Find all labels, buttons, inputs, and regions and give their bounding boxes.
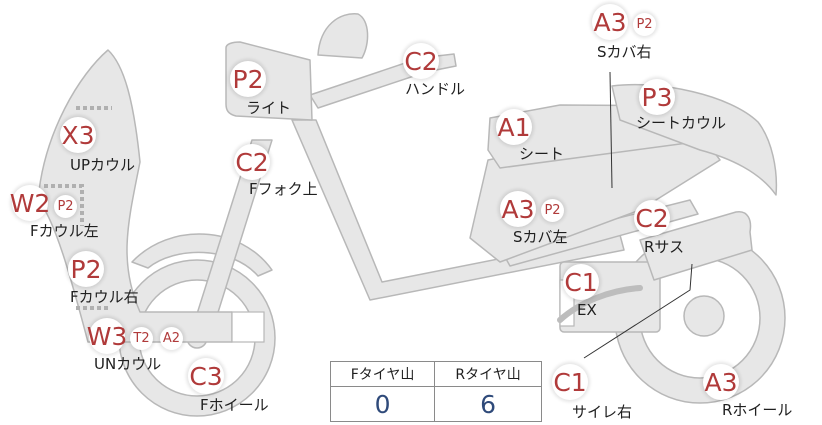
leader-r-suspension: [583, 263, 693, 359]
part-label: ハンドル: [405, 80, 466, 98]
grade-badge: A3: [500, 191, 536, 227]
grade-badge: A3: [703, 364, 739, 400]
leader-s-cover-right: [609, 71, 613, 189]
rear-tire-header: Rタイヤ山: [434, 361, 542, 387]
grade-badge: C2: [234, 144, 270, 180]
grade-badge: A1: [496, 109, 532, 145]
part-label: Rホイール: [722, 401, 793, 419]
sub-grade-badge: A2: [160, 327, 183, 350]
part-label: サイレ右: [572, 403, 633, 421]
grade-badge: W3: [87, 318, 127, 354]
grade-badge: C1: [552, 364, 588, 400]
front-tire-value: 0: [329, 386, 436, 422]
part-label: Sカバ左: [513, 228, 568, 246]
grade-badge: C2: [634, 200, 670, 236]
grade-badge: W2: [10, 185, 50, 221]
grade-badge: C3: [188, 358, 224, 394]
sub-grade-badge: P2: [54, 195, 77, 218]
rear-tire-value: 6: [434, 386, 542, 422]
tire-tread-table: Fタイヤ山 Rタイヤ山 0 6: [329, 361, 542, 422]
part-label: シート: [519, 145, 565, 163]
exhaust-pipe-shape: [557, 285, 643, 323]
part-label: Sカバ右: [597, 43, 652, 61]
sub-grade-badge: P2: [541, 199, 564, 222]
mirror-shape: [317, 13, 369, 59]
rear-suspension-shape: [639, 211, 753, 281]
front-tire-header: Fタイヤ山: [329, 361, 436, 387]
grade-badge: X3: [60, 117, 96, 153]
grade-badge: C1: [563, 264, 599, 300]
part-label: EX: [577, 301, 597, 319]
part-label: ライト: [246, 99, 292, 117]
grade-badge: P2: [68, 251, 104, 287]
part-label: Fフォク上: [249, 180, 318, 198]
part-label: UNカウル: [94, 355, 162, 373]
grade-badge: A3: [592, 4, 628, 40]
part-label: シートカウル: [636, 114, 727, 132]
grade-badge: C2: [403, 43, 439, 79]
grade-badge: P3: [639, 79, 675, 115]
part-label: Fホイール: [200, 396, 269, 414]
part-label: Fカウル左: [30, 222, 99, 240]
panel-seam-mid: [44, 184, 84, 226]
part-label: Rサス: [644, 238, 685, 256]
grade-badge: P2: [230, 61, 266, 97]
part-label: UPカウル: [70, 156, 136, 174]
part-label: Fカウル右: [70, 288, 139, 306]
sub-grade-badge: T2: [130, 327, 153, 350]
sub-grade-badge: P2: [633, 13, 656, 36]
